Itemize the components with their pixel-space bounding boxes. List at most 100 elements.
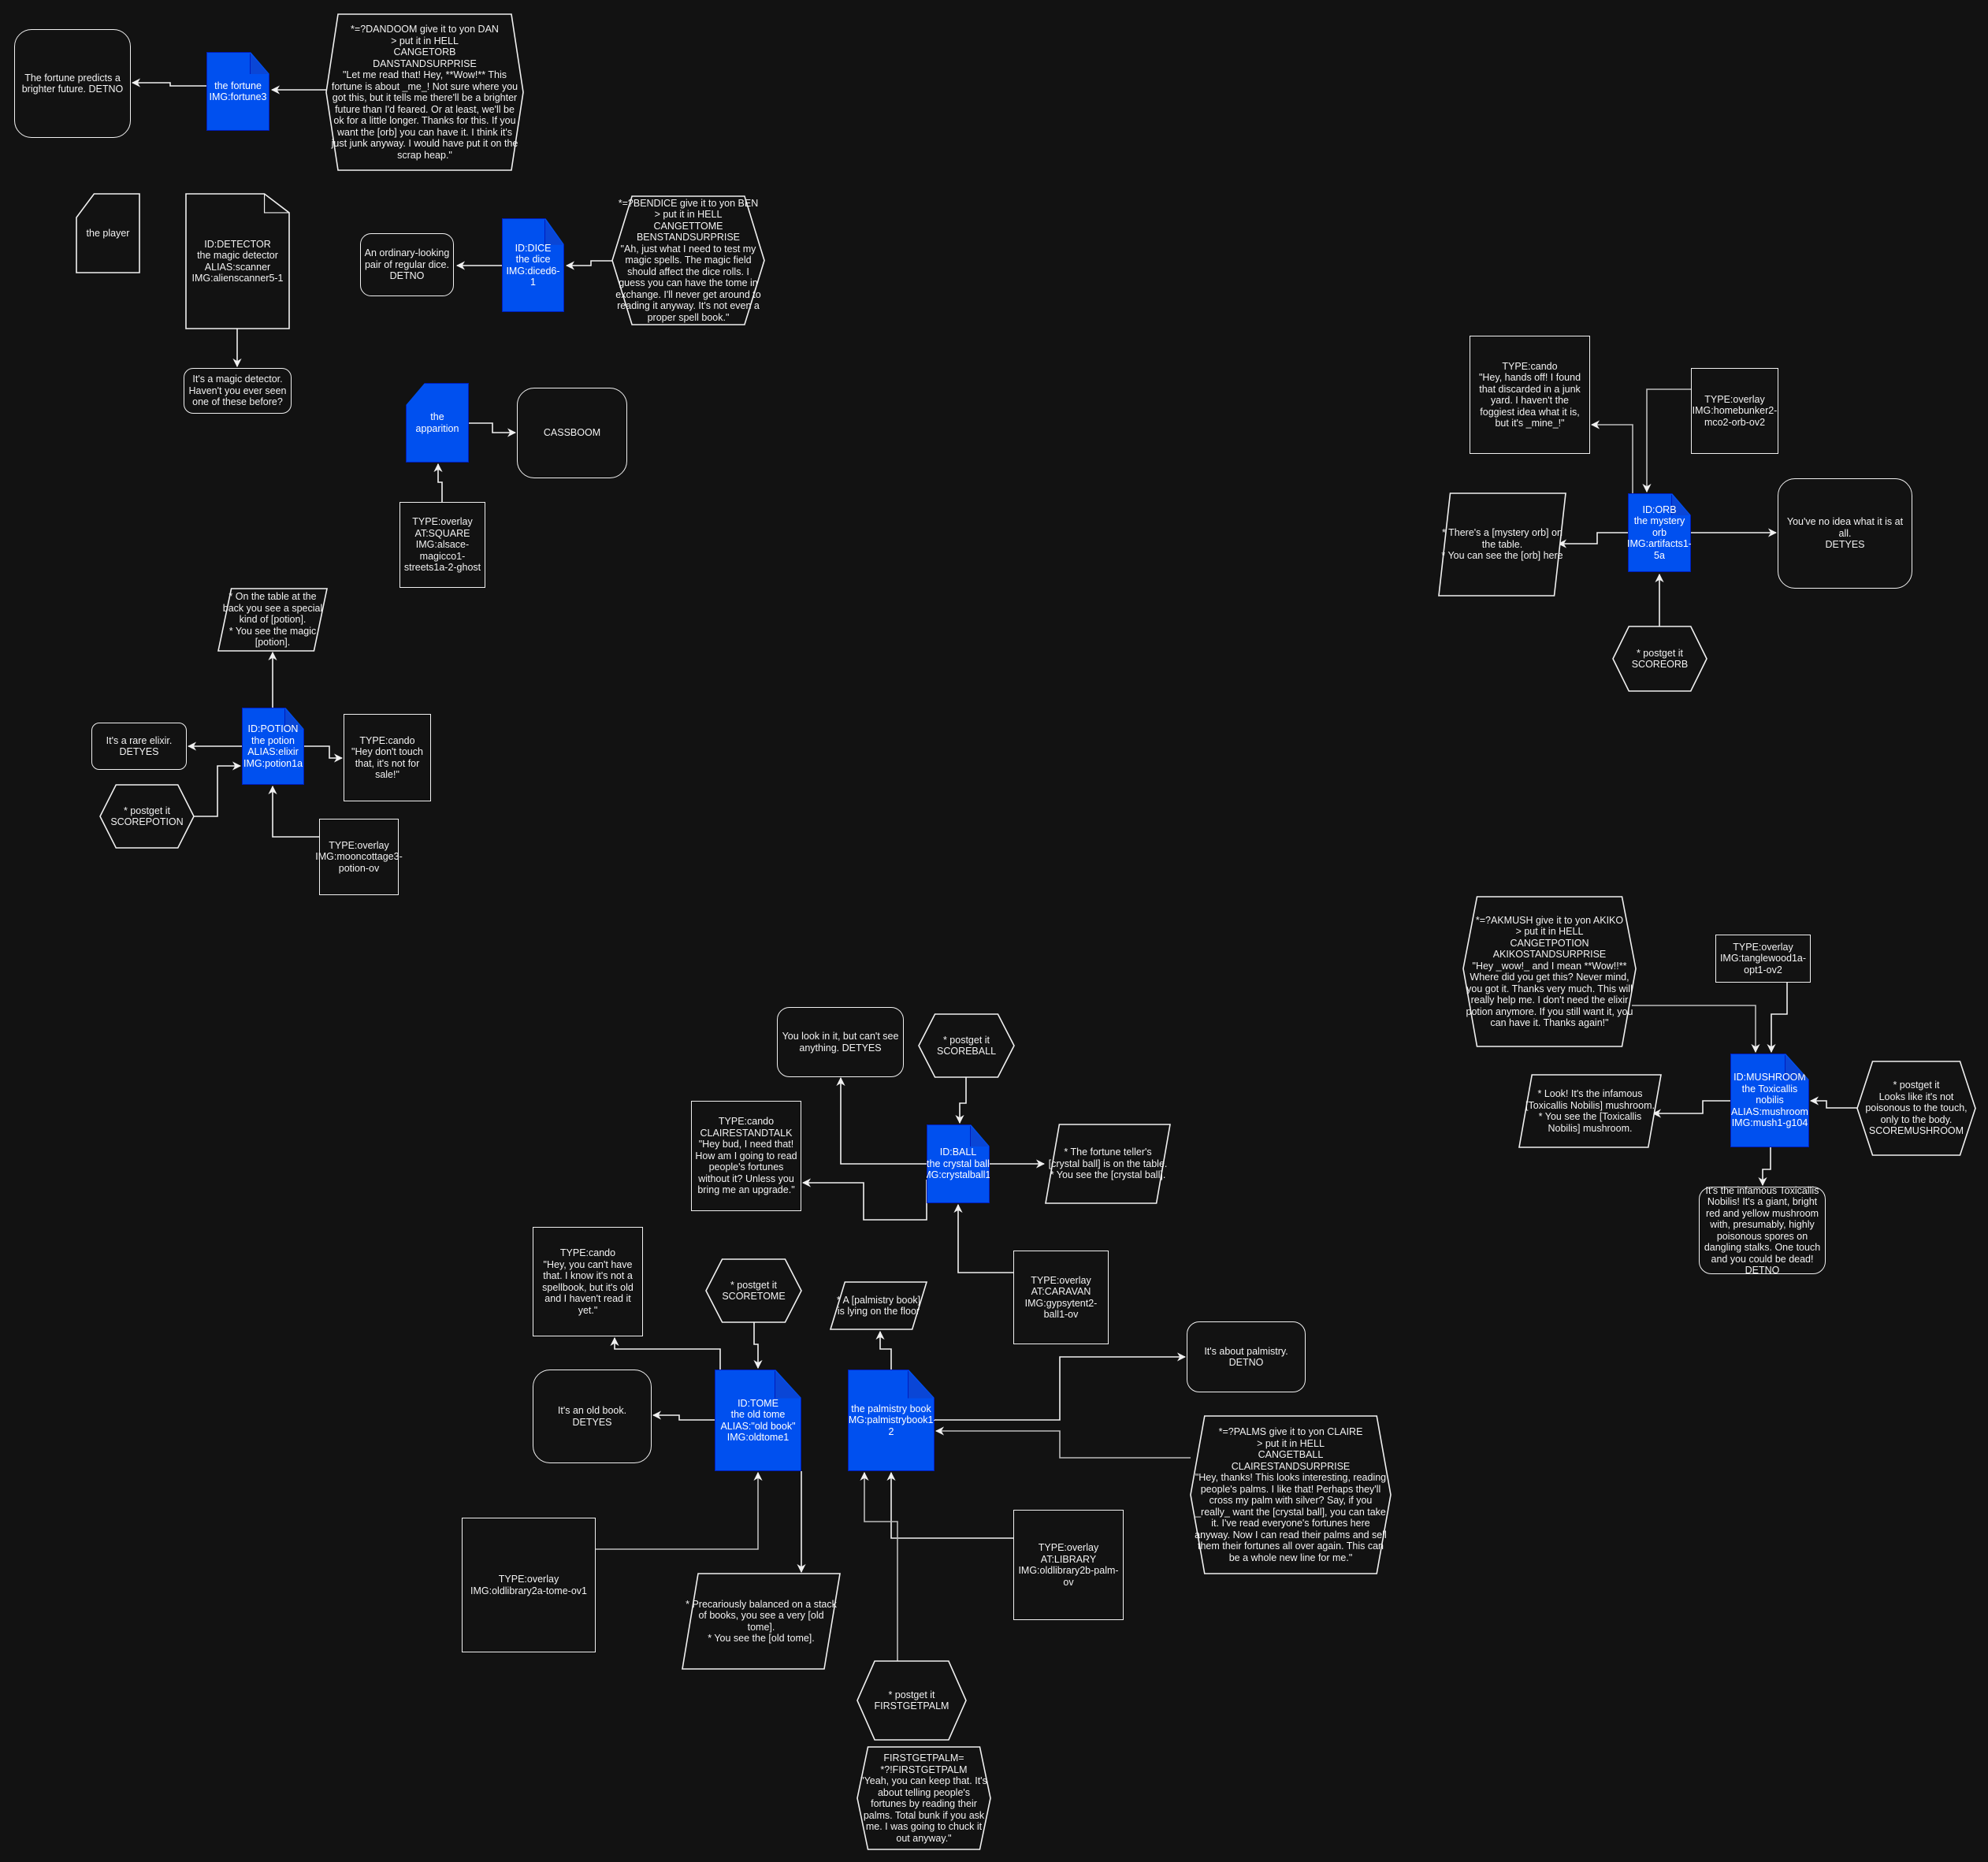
fortune-result-node[interactable]: The fortune predicts a brighter future. … bbox=[14, 29, 131, 138]
ball-cando-node[interactable]: TYPE:cando CLAIRESTANDTALK "Hey bud, I n… bbox=[691, 1101, 801, 1211]
dice-object-node[interactable]: ID:DICE the dice IMG:diced6-1 bbox=[502, 218, 564, 312]
orb-desc-node[interactable]: * There's a [mystery orb] on the table. … bbox=[1439, 493, 1566, 596]
node-label: It's an old book. DETYES bbox=[557, 1405, 627, 1428]
score-mushroom-hexagon-node[interactable]: * postget it Looks like it's not poisono… bbox=[1857, 1061, 1975, 1155]
node-label: TYPE:overlay IMG:homebunker2-mco2-orb-ov… bbox=[1692, 393, 1778, 428]
node-label: * postget it SCOREBALL bbox=[936, 1034, 997, 1057]
orb-overlay-node[interactable]: TYPE:overlay IMG:homebunker2-mco2-orb-ov… bbox=[1691, 368, 1778, 454]
edge bbox=[1652, 1100, 1730, 1118]
edge bbox=[953, 1203, 1013, 1273]
potion-cando-node[interactable]: TYPE:cando "Hey don't touch that, it's n… bbox=[344, 714, 431, 801]
orb-result-node[interactable]: You've no idea what it is at all. DETYES bbox=[1778, 478, 1912, 589]
potion-object-node[interactable]: ID:POTION the potion ALIAS:elixir IMG:po… bbox=[242, 708, 304, 785]
first-get-palm-hexagon-node[interactable]: * postget it FIRSTGETPALM bbox=[857, 1661, 966, 1740]
node-label: * postget it SCOREORB bbox=[1631, 647, 1689, 671]
palm-overlay-node[interactable]: TYPE:overlay AT:LIBRARY IMG:oldlibrary2b… bbox=[1013, 1510, 1124, 1620]
parallelogram-shape bbox=[1519, 1075, 1661, 1147]
node-label: * On the table at the back you see a spe… bbox=[222, 591, 323, 649]
edge bbox=[596, 1471, 763, 1550]
hexagon-shape bbox=[857, 1661, 966, 1740]
edge bbox=[935, 1426, 1191, 1459]
tome-overlay-node[interactable]: TYPE:overlay IMG:oldlibrary2a-tome-ov1 bbox=[462, 1518, 596, 1652]
orb-object-node[interactable]: ID:ORB the mystery orb IMG:artifacts1-5a bbox=[1628, 493, 1691, 572]
node-label: the palmistry book IMG:palmistrybook1-2 bbox=[845, 1403, 937, 1437]
score-potion-hexagon-node[interactable]: * postget it SCOREPOTION bbox=[100, 785, 194, 848]
ball-desc-node[interactable]: * The fortune teller's [crystal ball] is… bbox=[1046, 1124, 1170, 1203]
first-get-palm-text-hexagon-node[interactable]: FIRSTGETPALM= *?!FIRSTGETPALM "Yeah, you… bbox=[857, 1747, 990, 1849]
dice-result-node[interactable]: An ordinary-looking pair of regular dice… bbox=[360, 233, 454, 296]
edge bbox=[753, 1322, 763, 1370]
tome-object-node[interactable]: ID:TOME the old tome ALIAS:"old book" IM… bbox=[715, 1370, 801, 1471]
edge bbox=[1557, 532, 1628, 548]
hexagon-shape bbox=[919, 1014, 1014, 1077]
node-label: It's a magic detector. Haven't you ever … bbox=[188, 374, 287, 408]
mushroom-desc-node[interactable]: * Look! It's the infamous [Toxicallis No… bbox=[1519, 1075, 1661, 1147]
edge bbox=[194, 761, 242, 817]
node-label: TYPE:overlay IMG:tanglewood1a-opt1-ov2 bbox=[1719, 941, 1807, 976]
potion-result-node[interactable]: It's a rare elixir. DETYES bbox=[91, 723, 187, 770]
node-label: * There's a [mystery orb] on the table. … bbox=[1441, 527, 1563, 562]
node-label: TYPE:overlay AT:CARAVAN IMG:gypsytent2-b… bbox=[1024, 1274, 1098, 1321]
potion-overlay-node[interactable]: TYPE:overlay IMG:mooncottage3-potion-ov bbox=[315, 819, 403, 895]
parallelogram-shape bbox=[682, 1574, 840, 1669]
claire-palms-hexagon-node[interactable]: *=?PALMS give it to yon CLAIRE > put it … bbox=[1191, 1416, 1391, 1574]
node-label: ID:TOME the old tome ALIAS:"old book" IM… bbox=[720, 1397, 796, 1444]
akiko-mush-hexagon-node[interactable]: *=?AKMUSH give it to yon AKIKO > put it … bbox=[1463, 897, 1636, 1046]
tome-desc-node[interactable]: * Precariously balanced on a stack of bo… bbox=[682, 1574, 840, 1669]
edge bbox=[652, 1410, 715, 1421]
detector-node[interactable]: ID:DETECTOR the magic detector ALIAS:sca… bbox=[186, 194, 289, 329]
hexagon-shape bbox=[100, 785, 194, 848]
node-label: * postget it SCOREPOTION bbox=[110, 805, 184, 828]
dan-doom-hexagon-node[interactable]: *=?DANDOOM give it to yon DAN > put it i… bbox=[326, 14, 523, 170]
palm-result-node[interactable]: It's about palmistry. DETNO bbox=[1187, 1321, 1306, 1392]
node-label: the apparition bbox=[415, 411, 459, 434]
orb-cando-node[interactable]: TYPE:cando "Hey, hands off! I found that… bbox=[1470, 336, 1590, 454]
card-shape bbox=[76, 194, 139, 273]
apparition-overlay-node[interactable]: TYPE:overlay AT:SQUARE IMG:alsace-magicc… bbox=[399, 502, 485, 588]
edge bbox=[801, 1178, 927, 1221]
palm-book-object-node[interactable]: the palmistry book IMG:palmistrybook1-2 bbox=[848, 1370, 935, 1471]
mushroom-result-node[interactable]: It's the infamous Toxicallis Nobilis! It… bbox=[1699, 1185, 1826, 1276]
node-label: *=?DANDOOM give it to yon DAN > put it i… bbox=[331, 24, 518, 161]
edge bbox=[935, 1352, 1187, 1421]
score-orb-hexagon-node[interactable]: * postget it SCOREORB bbox=[1613, 626, 1707, 691]
ball-overlay-node[interactable]: TYPE:overlay AT:CARAVAN IMG:gypsytent2-b… bbox=[1013, 1251, 1109, 1344]
node-label: TYPE:cando "Hey, you can't have that. I … bbox=[542, 1247, 634, 1316]
tome-result-node[interactable]: It's an old book. DETYES bbox=[533, 1370, 652, 1463]
node-label: the player bbox=[86, 227, 130, 239]
palm-desc-node[interactable]: * A [palmistry book] is lying on the flo… bbox=[831, 1282, 927, 1329]
apparition-object-node[interactable]: the apparition bbox=[406, 383, 469, 463]
document-shape bbox=[186, 194, 289, 329]
detector-result-node[interactable]: It's a magic detector. Haven't you ever … bbox=[184, 368, 292, 414]
tome-cando-node[interactable]: TYPE:cando "Hey, you can't have that. I … bbox=[533, 1227, 643, 1336]
score-ball-hexagon-node[interactable]: * postget it SCOREBALL bbox=[919, 1014, 1014, 1077]
node-label: TYPE:overlay IMG:oldlibrary2a-tome-ov1 bbox=[470, 1574, 587, 1596]
ball-object-node[interactable]: ID:BALL the crystal ball IMG:crystalball… bbox=[927, 1124, 990, 1203]
parallelogram-shape bbox=[1046, 1124, 1170, 1203]
cassboom-node[interactable]: CASSBOOM bbox=[517, 388, 627, 478]
edge bbox=[1590, 420, 1633, 493]
hexagon-shape bbox=[857, 1747, 990, 1849]
parallelogram-shape bbox=[218, 589, 327, 651]
fortune-object-node[interactable]: the fortune IMG:fortune3 bbox=[206, 52, 269, 131]
ball-result-node[interactable]: You look in it, but can't see anything. … bbox=[777, 1007, 904, 1077]
parallelogram-shape bbox=[1439, 493, 1566, 596]
node-label: ID:MUSHROOM the Toxicallis nobilis ALIAS… bbox=[1731, 1072, 1808, 1129]
score-tome-hexagon-node[interactable]: * postget it SCORETOME bbox=[706, 1259, 801, 1322]
node-label: *=?AKMUSH give it to yon AKIKO > put it … bbox=[1466, 914, 1633, 1029]
parallelogram-shape bbox=[831, 1282, 927, 1329]
edge bbox=[565, 260, 612, 270]
mushroom-overlay-node[interactable]: TYPE:overlay IMG:tanglewood1a-opt1-ov2 bbox=[1715, 935, 1811, 983]
node-label: * postget it FIRSTGETPALM bbox=[874, 1689, 949, 1712]
player-card-node[interactable]: the player bbox=[76, 194, 139, 273]
node-label: * postget it Looks like it's not poisono… bbox=[1865, 1080, 1968, 1137]
potion-desc-node[interactable]: * On the table at the back you see a spe… bbox=[218, 589, 327, 651]
mushroom-object-node[interactable]: ID:MUSHROOM the Toxicallis nobilis ALIAS… bbox=[1730, 1054, 1809, 1147]
edge bbox=[1642, 388, 1691, 493]
edge bbox=[131, 78, 206, 87]
edge bbox=[304, 745, 344, 763]
edge bbox=[1758, 1147, 1771, 1187]
ben-dice-hexagon-node[interactable]: *=?BENDICE give it to yon BEN > put it i… bbox=[612, 196, 764, 325]
edge bbox=[860, 1471, 898, 1661]
